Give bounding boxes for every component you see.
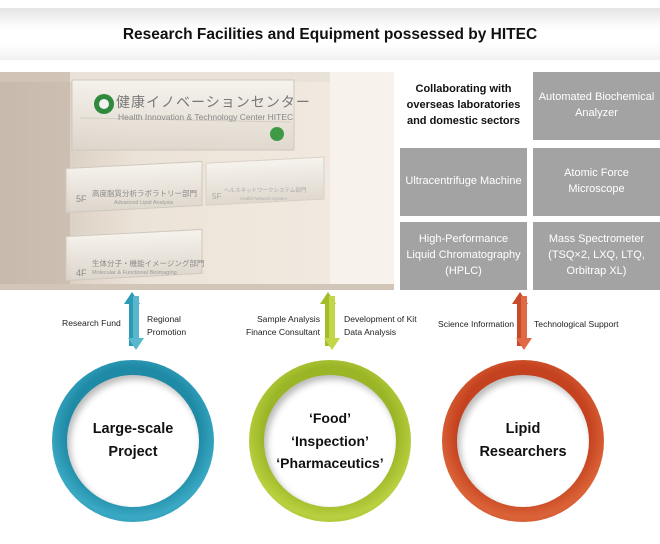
flow-arrows bbox=[124, 292, 532, 350]
plate3-floor: 5F bbox=[212, 192, 222, 201]
blue-double-arrow bbox=[124, 292, 144, 350]
page-title: Research Facilities and Equipment posses… bbox=[122, 26, 538, 43]
mass-spectrometer-cell: Mass Spectrometer (TSQ×2, LXQ, LTQ, Orbi… bbox=[533, 222, 660, 290]
title-banner bbox=[0, 8, 660, 60]
circle-mid-line3: ‘Pharmaceutics’ bbox=[276, 455, 384, 472]
circle-mid-line2: ‘Inspection’ bbox=[291, 432, 369, 449]
sign-japanese: 健康イノベーションセンター bbox=[116, 94, 311, 110]
flow-finance-consultant: Finance Consultant bbox=[245, 327, 320, 337]
plate2-japanese: 生体分子・機能イメージング部門 bbox=[92, 259, 205, 268]
circle-mid-line1: ‘Food’ bbox=[308, 410, 351, 427]
circle-left-line2: Project bbox=[108, 444, 158, 460]
circle-right-line2: Researchers bbox=[479, 444, 567, 460]
lobby-photo: 健康イノベーションセンター Health Innovation & Techno… bbox=[0, 72, 394, 290]
plate1-floor: 5F bbox=[76, 194, 87, 204]
flow-regional: Regional bbox=[147, 314, 181, 324]
flow-technological-support: Technological Support bbox=[534, 319, 619, 329]
green-double-arrow bbox=[320, 292, 340, 350]
flow-data-analysis: Data Analysis bbox=[344, 327, 397, 337]
red-double-arrow bbox=[512, 292, 532, 350]
afm-cell: Atomic Force Microscope bbox=[533, 148, 660, 216]
food-inspection-pharmaceutics-circle: ‘Food’ ‘Inspection’ ‘Pharmaceutics’ bbox=[249, 360, 411, 522]
plate3-japanese: ヘルスネットワークシステム部門 bbox=[224, 188, 307, 194]
sign-english: Health Innovation & Technology Center HI… bbox=[118, 112, 294, 122]
flow-development-of-kit: Development of Kit bbox=[344, 314, 417, 324]
centrifuge-cell: Ultracentrifuge Machine bbox=[400, 148, 527, 216]
lobby-photo-drawing bbox=[0, 72, 394, 290]
flow-sample-analysis: Sample Analysis bbox=[256, 314, 320, 324]
large-scale-project-circle: Large-scale Project bbox=[52, 360, 214, 522]
hplc-cell: High-Performance Liquid Chromatography (… bbox=[400, 222, 527, 290]
lipid-researchers-circle: Lipid Researchers bbox=[442, 360, 604, 522]
flow-research-fund: Research Fund bbox=[62, 318, 121, 328]
flow-science-information: Science Information bbox=[438, 319, 514, 329]
plate2-floor: 4F bbox=[76, 268, 87, 278]
plate1-english: Advanced Lipid Analysis bbox=[114, 200, 174, 206]
circle-right-line1: Lipid bbox=[505, 420, 541, 437]
lipid-researchers-inner: Lipid Researchers bbox=[457, 375, 589, 507]
plate1-japanese: 高度脂質分析ラボラトリー部門 bbox=[92, 189, 197, 198]
circle-left-line1: Large-scale bbox=[92, 420, 174, 437]
plate2-english: Molecular & Functional Bioimaging bbox=[92, 270, 177, 276]
collaboration-cell: Collaborating with overseas laboratories… bbox=[400, 72, 527, 140]
plate3-english: Health Network System bbox=[240, 196, 288, 201]
food-inspection-pharmaceutics-inner: ‘Food’ ‘Inspection’ ‘Pharmaceutics’ bbox=[264, 375, 396, 507]
flow-promotion: Promotion bbox=[147, 327, 187, 337]
large-scale-project-inner: Large-scale Project bbox=[67, 375, 199, 507]
analyzer-cell: Automated Biochemical Analyzer bbox=[533, 72, 660, 140]
